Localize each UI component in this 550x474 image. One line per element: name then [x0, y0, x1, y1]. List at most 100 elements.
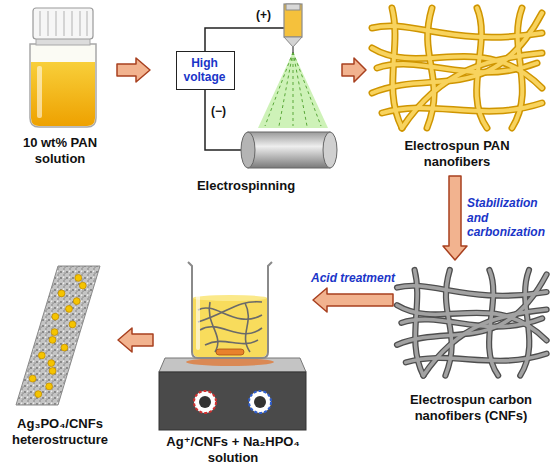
fiber [372, 13, 542, 93]
drawing-ellipse [323, 132, 337, 168]
process-arrow [117, 58, 150, 82]
drawing-g [265, 52, 321, 126]
process-arrow [118, 328, 153, 352]
particle [48, 360, 55, 367]
drawing-line [63, 11, 65, 36]
drawing-path [31, 62, 95, 126]
polarity-label: (+) [256, 8, 271, 22]
drawing-rect [196, 270, 200, 350]
particle [29, 375, 36, 382]
stage-caption: Ag⁺/CNFs + Na₂HPO₄ solution [155, 434, 311, 465]
vial [30, 8, 96, 127]
particle [49, 337, 56, 344]
pan-fiber-stage: Electrospun PAN nanofibers [368, 4, 546, 174]
drawing-line [292, 47, 294, 53]
particle [35, 391, 42, 398]
drawing-line [47, 11, 49, 36]
particle [79, 282, 86, 289]
drawing-line [79, 11, 81, 36]
fiber [397, 305, 547, 340]
particle [46, 383, 53, 390]
drawing-circle [194, 391, 216, 413]
drawing-path [245, 303, 250, 352]
fiber [445, 270, 451, 376]
drawing-polygon [258, 52, 328, 128]
particle [58, 290, 65, 297]
drawing-line [265, 52, 293, 126]
particle [66, 306, 73, 313]
fiber [415, 270, 424, 376]
drawing-line [39, 11, 41, 36]
drawing-path [193, 298, 267, 357]
fiber [427, 8, 434, 128]
drawing-rect [159, 372, 306, 430]
step-label: Acid treatment [311, 271, 395, 285]
drawing-rect [286, 4, 300, 10]
drawing-path [198, 302, 262, 322]
drawing-path [30, 44, 96, 127]
beaker-hotplate [159, 262, 306, 430]
drawing-g [40, 11, 87, 36]
drawing-rect [37, 66, 42, 118]
fiber [423, 310, 546, 376]
stage-caption: 10 wt% PAN solution [7, 135, 113, 166]
drawing-rect [248, 132, 330, 168]
process-arrow [313, 288, 393, 312]
stage-caption: Electrospun PAN nanofibers [387, 138, 527, 169]
step-label: Stabilization and carbonization [467, 196, 549, 239]
drawing-polygon [284, 37, 302, 47]
drawing-circle [249, 391, 271, 413]
drawing-path [205, 340, 258, 345]
drawing-ellipse [193, 295, 267, 301]
heterostructure-rod [16, 266, 100, 405]
particle [49, 368, 56, 375]
particle [61, 344, 68, 351]
drawing-ellipse [241, 132, 255, 168]
particle [69, 321, 76, 328]
drawing-line [293, 52, 307, 126]
polarity-label: (−) [211, 104, 226, 118]
drawing-rect [216, 349, 244, 355]
fiber [372, 48, 542, 88]
drawing-line [293, 52, 294, 126]
drawing-line [86, 11, 88, 36]
particle [51, 329, 58, 336]
product-stage: Ag₃PO₄/CNFs heterostructure [4, 255, 116, 452]
drawing-polygon [159, 358, 306, 372]
carbon-nanofibers [397, 270, 547, 376]
drawing-circle [199, 396, 211, 408]
particle [75, 275, 82, 282]
power-supply-box: High voltage [176, 51, 235, 90]
electrospinning-stage: Electrospinning High voltage [152, 4, 340, 198]
particle [52, 313, 59, 320]
cnf-stage: Electrospun carbon nanofibers (CNFs) [395, 262, 547, 428]
drawing-path [188, 262, 272, 358]
particle [73, 298, 80, 305]
drawing-line [293, 52, 321, 126]
drawing-path [209, 302, 218, 352]
drawing-path [198, 308, 262, 319]
drawing-g [198, 302, 262, 352]
drawing-rect [284, 4, 302, 37]
fiber [392, 8, 402, 128]
pan-nanofibers [372, 8, 542, 128]
box-label: High voltage [184, 56, 226, 85]
drawing-line [71, 11, 73, 36]
reaction-stage: Ag⁺/CNFs + Na₂HPO₄ solution [155, 255, 311, 470]
stage-caption: Ag₃PO₄/CNFs heterostructure [5, 416, 115, 447]
solution-stage: 10 wt% PAN solution [5, 4, 115, 171]
drawing-circle [254, 396, 266, 408]
drawing-ellipse [186, 358, 274, 366]
fiber [402, 53, 542, 128]
drawing-line [55, 11, 57, 36]
process-arrow [443, 176, 467, 260]
stage-caption: Electrospun carbon nanofibers (CNFs) [396, 392, 546, 423]
fiber [397, 274, 547, 344]
stage-caption: Electrospinning [171, 178, 321, 194]
drawing-line [279, 52, 293, 126]
drawing-polygon [16, 266, 100, 405]
process-arrow [342, 58, 366, 82]
particle [38, 352, 45, 359]
drawing-rect [33, 8, 93, 39]
